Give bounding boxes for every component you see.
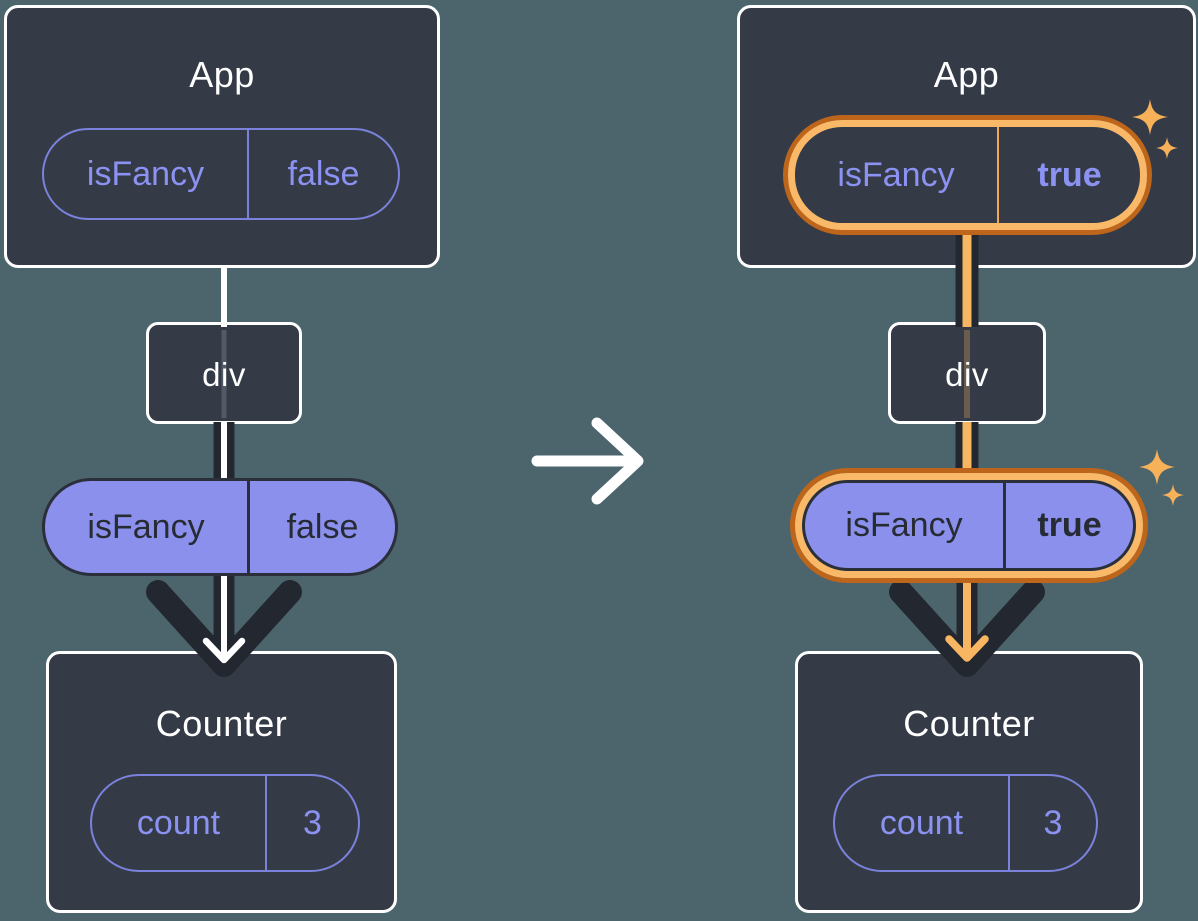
state-value: 3	[303, 803, 322, 842]
prop-value: false	[286, 507, 359, 546]
before-counter-title: Counter	[155, 703, 288, 744]
sparkle-icon	[1162, 484, 1184, 506]
after-app-title: App	[933, 54, 1000, 95]
state-key: isFancy	[44, 130, 249, 218]
state-key: isFancy	[795, 127, 999, 223]
after-prop-pill: isFancy true	[802, 480, 1136, 571]
before-counter-state-pill: count 3	[90, 774, 360, 872]
before-app-title: App	[189, 54, 255, 95]
after-app-state-pill: isFancy true	[795, 127, 1140, 223]
arrow-right-icon	[531, 417, 644, 505]
after-div-label: div	[945, 356, 989, 393]
highlight-ring-inner: isFancy true	[795, 473, 1143, 578]
before-div-box	[146, 322, 302, 424]
highlight-ring-inner: isFancy true	[788, 120, 1147, 230]
state-key: count	[92, 776, 267, 870]
after-app-state-pill-highlight-ring: isFancy true	[783, 115, 1152, 235]
state-value: false	[287, 154, 360, 193]
prop-key: isFancy	[805, 483, 1006, 568]
before-app-state-pill: isFancy false	[42, 128, 400, 220]
after-counter-state-pill: count 3	[833, 774, 1098, 872]
before-prop-pill: isFancy false	[42, 478, 398, 576]
state-value: true	[1037, 155, 1102, 194]
prop-key: isFancy	[45, 481, 250, 573]
prop-value: true	[1037, 506, 1102, 544]
state-key: count	[835, 776, 1010, 870]
after-counter-title: Counter	[903, 703, 1035, 744]
state-value: 3	[1043, 803, 1063, 842]
after-prop-pill-highlight-ring: isFancy true	[790, 468, 1148, 583]
before-div-label: div	[202, 356, 246, 393]
sparkle-icon	[1139, 449, 1175, 485]
